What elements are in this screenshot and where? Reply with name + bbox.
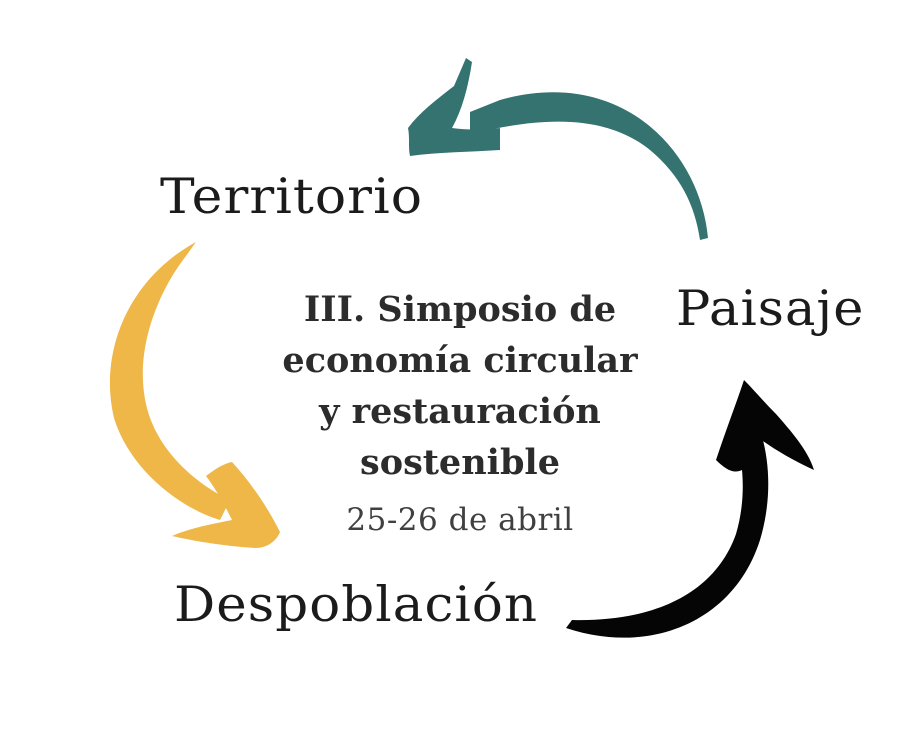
arrow-black-head [716, 380, 814, 472]
arrow-paisaje-to-territorio [408, 58, 708, 240]
arrow-teal-head [408, 58, 500, 156]
arrow-territorio-to-despoblacion [109, 242, 280, 548]
arrow-despoblacion-to-paisaje [566, 380, 814, 638]
symposium-title: III. Simposio de economía circular y res… [260, 284, 660, 488]
symposium-date: 25-26 de abril [346, 502, 574, 538]
symposium-title-line: sostenible [360, 442, 560, 483]
arrow-black-body [566, 430, 769, 638]
node-despoblacion: Despoblación [174, 576, 539, 633]
symposium-title-line: economía circular [282, 340, 638, 381]
node-paisaje: Paisaje [676, 280, 865, 337]
symposium-title-line: III. Simposio de [303, 289, 617, 330]
arrow-yellow-head [172, 462, 280, 548]
arrow-teal-body [470, 92, 708, 240]
symposium-title-line: y restauración [319, 391, 601, 432]
arrow-yellow-body [109, 242, 230, 520]
node-territorio: Territorio [160, 168, 424, 225]
center-block: III. Simposio de economía circular y res… [260, 284, 660, 538]
